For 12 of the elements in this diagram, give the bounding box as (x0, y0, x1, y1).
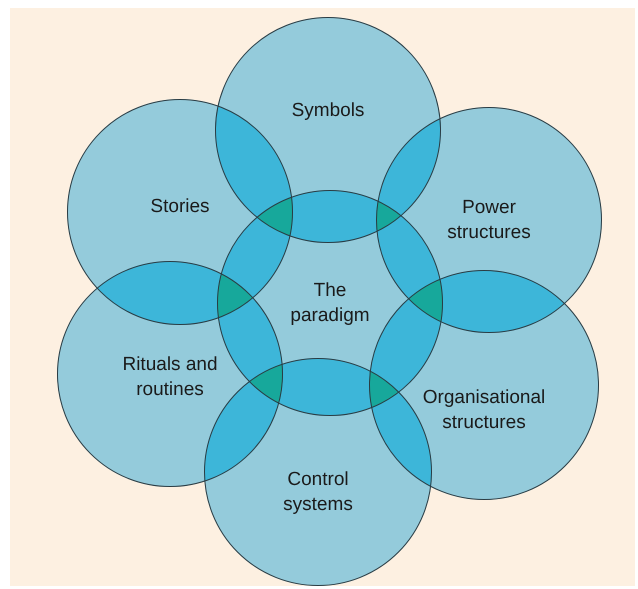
circle (215, 17, 441, 243)
circle-label: Power structures (446, 196, 532, 245)
circle-label: The paradigm (289, 279, 371, 328)
circle-label: Symbols (290, 98, 366, 122)
circle (57, 261, 283, 487)
circle-label: Organisational structures (422, 386, 546, 435)
circle (369, 270, 599, 500)
circle-label: Control systems (282, 468, 354, 517)
circle (67, 99, 293, 325)
circle-label: Rituals and routines (121, 353, 219, 402)
circle (376, 107, 602, 333)
circle-label: Stories (149, 194, 211, 218)
